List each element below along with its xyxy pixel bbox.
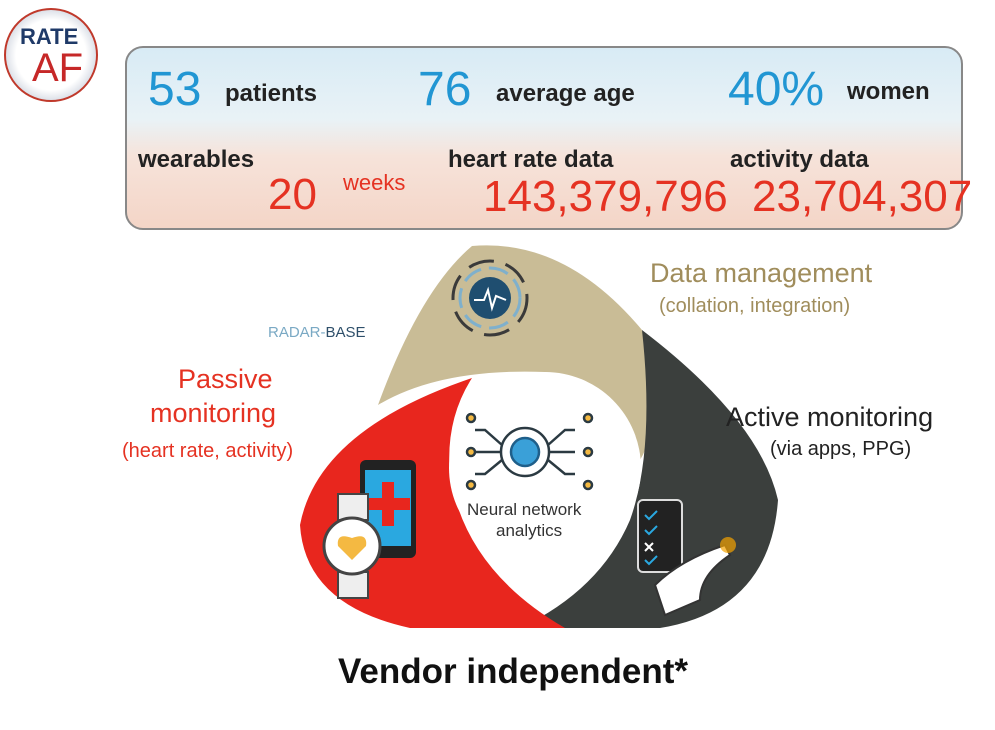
neural-network-icon: [465, 412, 594, 491]
passive-title-line1: Passive: [178, 364, 273, 394]
patients-value: 53: [148, 63, 202, 116]
women-label: women: [847, 78, 930, 105]
radar-base-label: RADAR-BASE: [268, 324, 366, 341]
women-value: 40%: [728, 63, 825, 116]
active-title: Active monitoring: [726, 402, 934, 432]
heart-rate-value: 143,379,796: [483, 172, 728, 221]
passive-subtitle: (heart rate, activity): [122, 440, 294, 462]
weeks-label: weeks: [343, 170, 406, 195]
smartwatch-heart-icon: [322, 493, 382, 599]
footer-caption: Vendor independent*: [338, 652, 689, 691]
phone-checklist-touch-icon: [637, 499, 736, 617]
center-label-line2: analytics: [496, 521, 563, 540]
data-management-title: Data management: [650, 258, 873, 288]
stats-panel: [125, 46, 963, 230]
heart-rate-label: heart rate data: [448, 146, 614, 173]
center-label-line1: Neural network: [467, 500, 582, 519]
patients-label: patients: [225, 80, 318, 107]
logo-text: AF: [32, 46, 84, 90]
active-subtitle: (via apps, PPG): [770, 438, 912, 460]
weeks-value: 20: [268, 170, 317, 219]
logo-text: RATE: [20, 24, 79, 49]
activity-value: 23,704,307: [752, 172, 973, 221]
data-management-petal: [378, 245, 654, 460]
radar-text: RADAR-: [268, 324, 326, 341]
data-management-subtitle: (collation, integration): [659, 295, 851, 317]
age-value: 76: [418, 63, 472, 116]
passive-title-line2: monitoring: [150, 398, 277, 428]
radar-base-icon: [451, 259, 529, 337]
center-circle: [449, 372, 641, 564]
age-label: average age: [496, 80, 635, 107]
wearables-label: wearables: [138, 146, 255, 173]
base-text: BASE: [325, 324, 366, 341]
rate-af-logo: RATE AF: [4, 8, 98, 102]
activity-label: activity data: [730, 146, 869, 173]
